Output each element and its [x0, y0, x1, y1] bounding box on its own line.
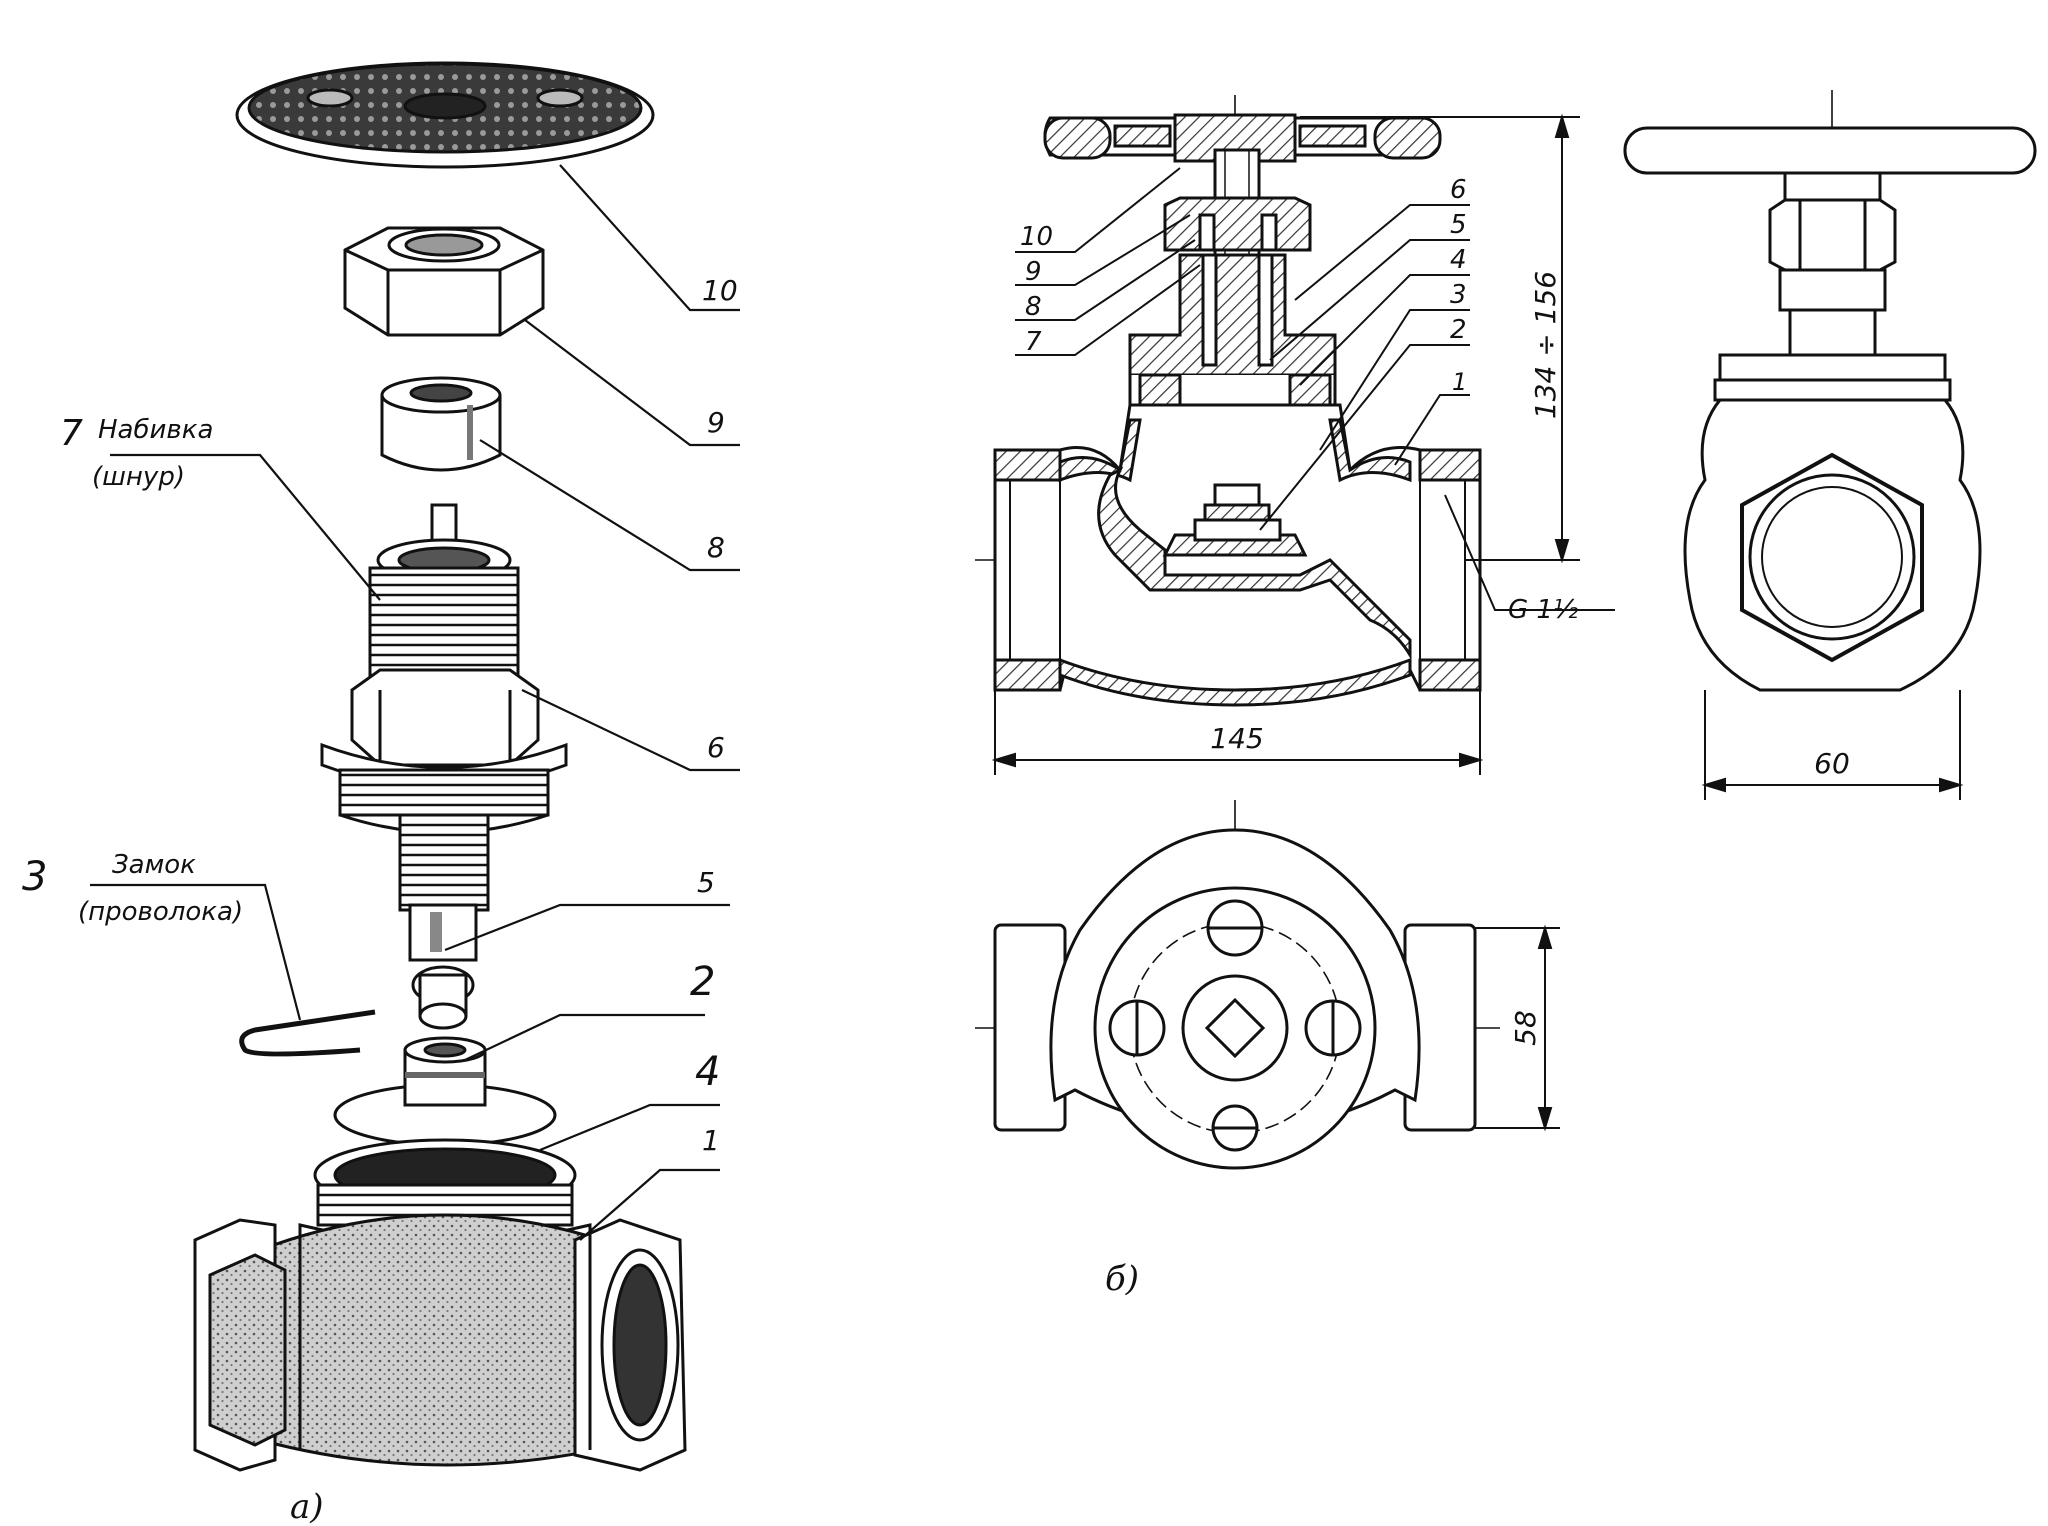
- callout-1: 1: [702, 1124, 720, 1157]
- handwheel-part-10: [235, 61, 655, 169]
- callout-b-2: 2: [1450, 315, 1467, 345]
- orthographic-views: [975, 90, 2037, 1170]
- valve-disc-part-2: [333, 1036, 557, 1147]
- dimension-width: 60: [1814, 747, 1850, 780]
- callout-b-10: 10: [1020, 222, 1053, 252]
- callout-7-material-note: (шнур): [92, 462, 185, 492]
- callout-10: 10: [702, 274, 738, 307]
- callout-b-6: 6: [1450, 175, 1467, 205]
- caption-b: б): [1105, 1259, 1139, 1299]
- callout-b-4: 4: [1450, 245, 1467, 275]
- callout-3: 3: [22, 854, 47, 900]
- callout-b-3: 3: [1450, 280, 1467, 310]
- callout-7-material: Набивка: [98, 415, 213, 445]
- dimension-height: 134 ÷ 156: [1529, 271, 1562, 419]
- top-view: [975, 800, 1500, 1170]
- callout-b-5: 5: [1450, 210, 1467, 240]
- dimension-lines: [991, 113, 1964, 1132]
- caption-a: а): [290, 1487, 324, 1526]
- callout-7: 7: [60, 413, 83, 454]
- callout-b-1: 1: [1452, 368, 1467, 396]
- callout-4: 4: [695, 1049, 720, 1095]
- bonnet-part-6: [320, 503, 568, 1030]
- front-section-view: [975, 95, 1500, 707]
- callout-b-9: 9: [1025, 257, 1042, 287]
- hex-nut-part-9: [343, 226, 545, 337]
- callout-8: 8: [707, 531, 725, 564]
- valve-body-part-1: [193, 1138, 687, 1472]
- callout-b-7: 7: [1025, 327, 1042, 357]
- callout-3-material-note: (проволока): [78, 897, 243, 927]
- side-view: [1623, 90, 2037, 800]
- thread-designation: G 1½: [1508, 595, 1578, 625]
- gland-bush-part-8: [380, 376, 502, 472]
- callout-6: 6: [707, 731, 725, 764]
- callout-b-8: 8: [1025, 292, 1042, 322]
- leader-lines-b: [1015, 167, 1470, 531]
- dimension-depth: 58: [1509, 1010, 1542, 1046]
- callout-9: 9: [707, 406, 725, 439]
- callout-5: 5: [697, 866, 715, 899]
- dimension-length: 145: [1210, 722, 1263, 755]
- view-a-labels: 10 9 8 7 Набивка (шнур) 6 5 3 Замок (про…: [22, 274, 738, 1526]
- callout-3-material: Замок: [112, 850, 196, 880]
- view-b-labels: 10 9 8 7 6 5 4 3 2 1 134 ÷ 156 145 60 58…: [1020, 175, 1850, 1299]
- exploded-view: [90, 61, 740, 1472]
- wire-lock-part-3: [239, 1009, 376, 1057]
- leader-lines-a: [90, 164, 740, 1241]
- callout-2: 2: [690, 959, 715, 1005]
